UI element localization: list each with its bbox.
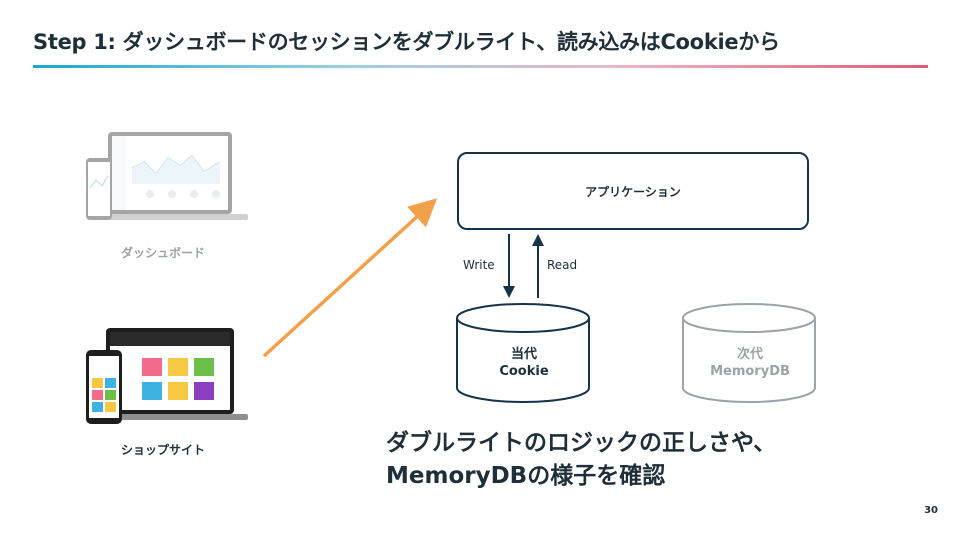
shop-label: ショップサイト — [120, 443, 205, 457]
write-arrow — [503, 234, 515, 298]
page-number: 30 — [924, 505, 938, 516]
slide-title: Step 1: ダッシュボードのセッションをダブルライト、読み込みはCookie… — [33, 30, 780, 54]
note-line-1: ダブルライトのロジックの正しさや、 — [386, 430, 777, 456]
application-box: アプリケーション — [457, 152, 809, 230]
shop-devices-image — [86, 328, 248, 424]
read-arrow — [532, 234, 544, 298]
current-store-generation: 当代 — [510, 347, 537, 362]
next-store-cylinder — [682, 303, 816, 403]
write-label: Write — [463, 258, 495, 272]
current-store-label: 当代 Cookie — [456, 346, 592, 380]
next-store-name: MemoryDB — [710, 364, 790, 379]
next-store-generation: 次代 — [736, 347, 763, 362]
note-line-2: MemoryDBの様子を確認 — [386, 463, 666, 489]
application-label: アプリケーション — [585, 184, 681, 199]
dashboard-devices-image — [86, 132, 248, 220]
current-store-cylinder — [456, 303, 590, 403]
next-store-label: 次代 MemoryDB — [682, 346, 818, 380]
current-store-name: Cookie — [499, 364, 549, 379]
verification-note: ダブルライトのロジックの正しさや、 MemoryDBの様子を確認 — [386, 427, 906, 493]
read-label: Read — [547, 258, 578, 272]
shop-to-app-arrow — [262, 198, 438, 358]
dashboard-label: ダッシュボード — [120, 246, 205, 260]
title-divider — [33, 65, 928, 68]
